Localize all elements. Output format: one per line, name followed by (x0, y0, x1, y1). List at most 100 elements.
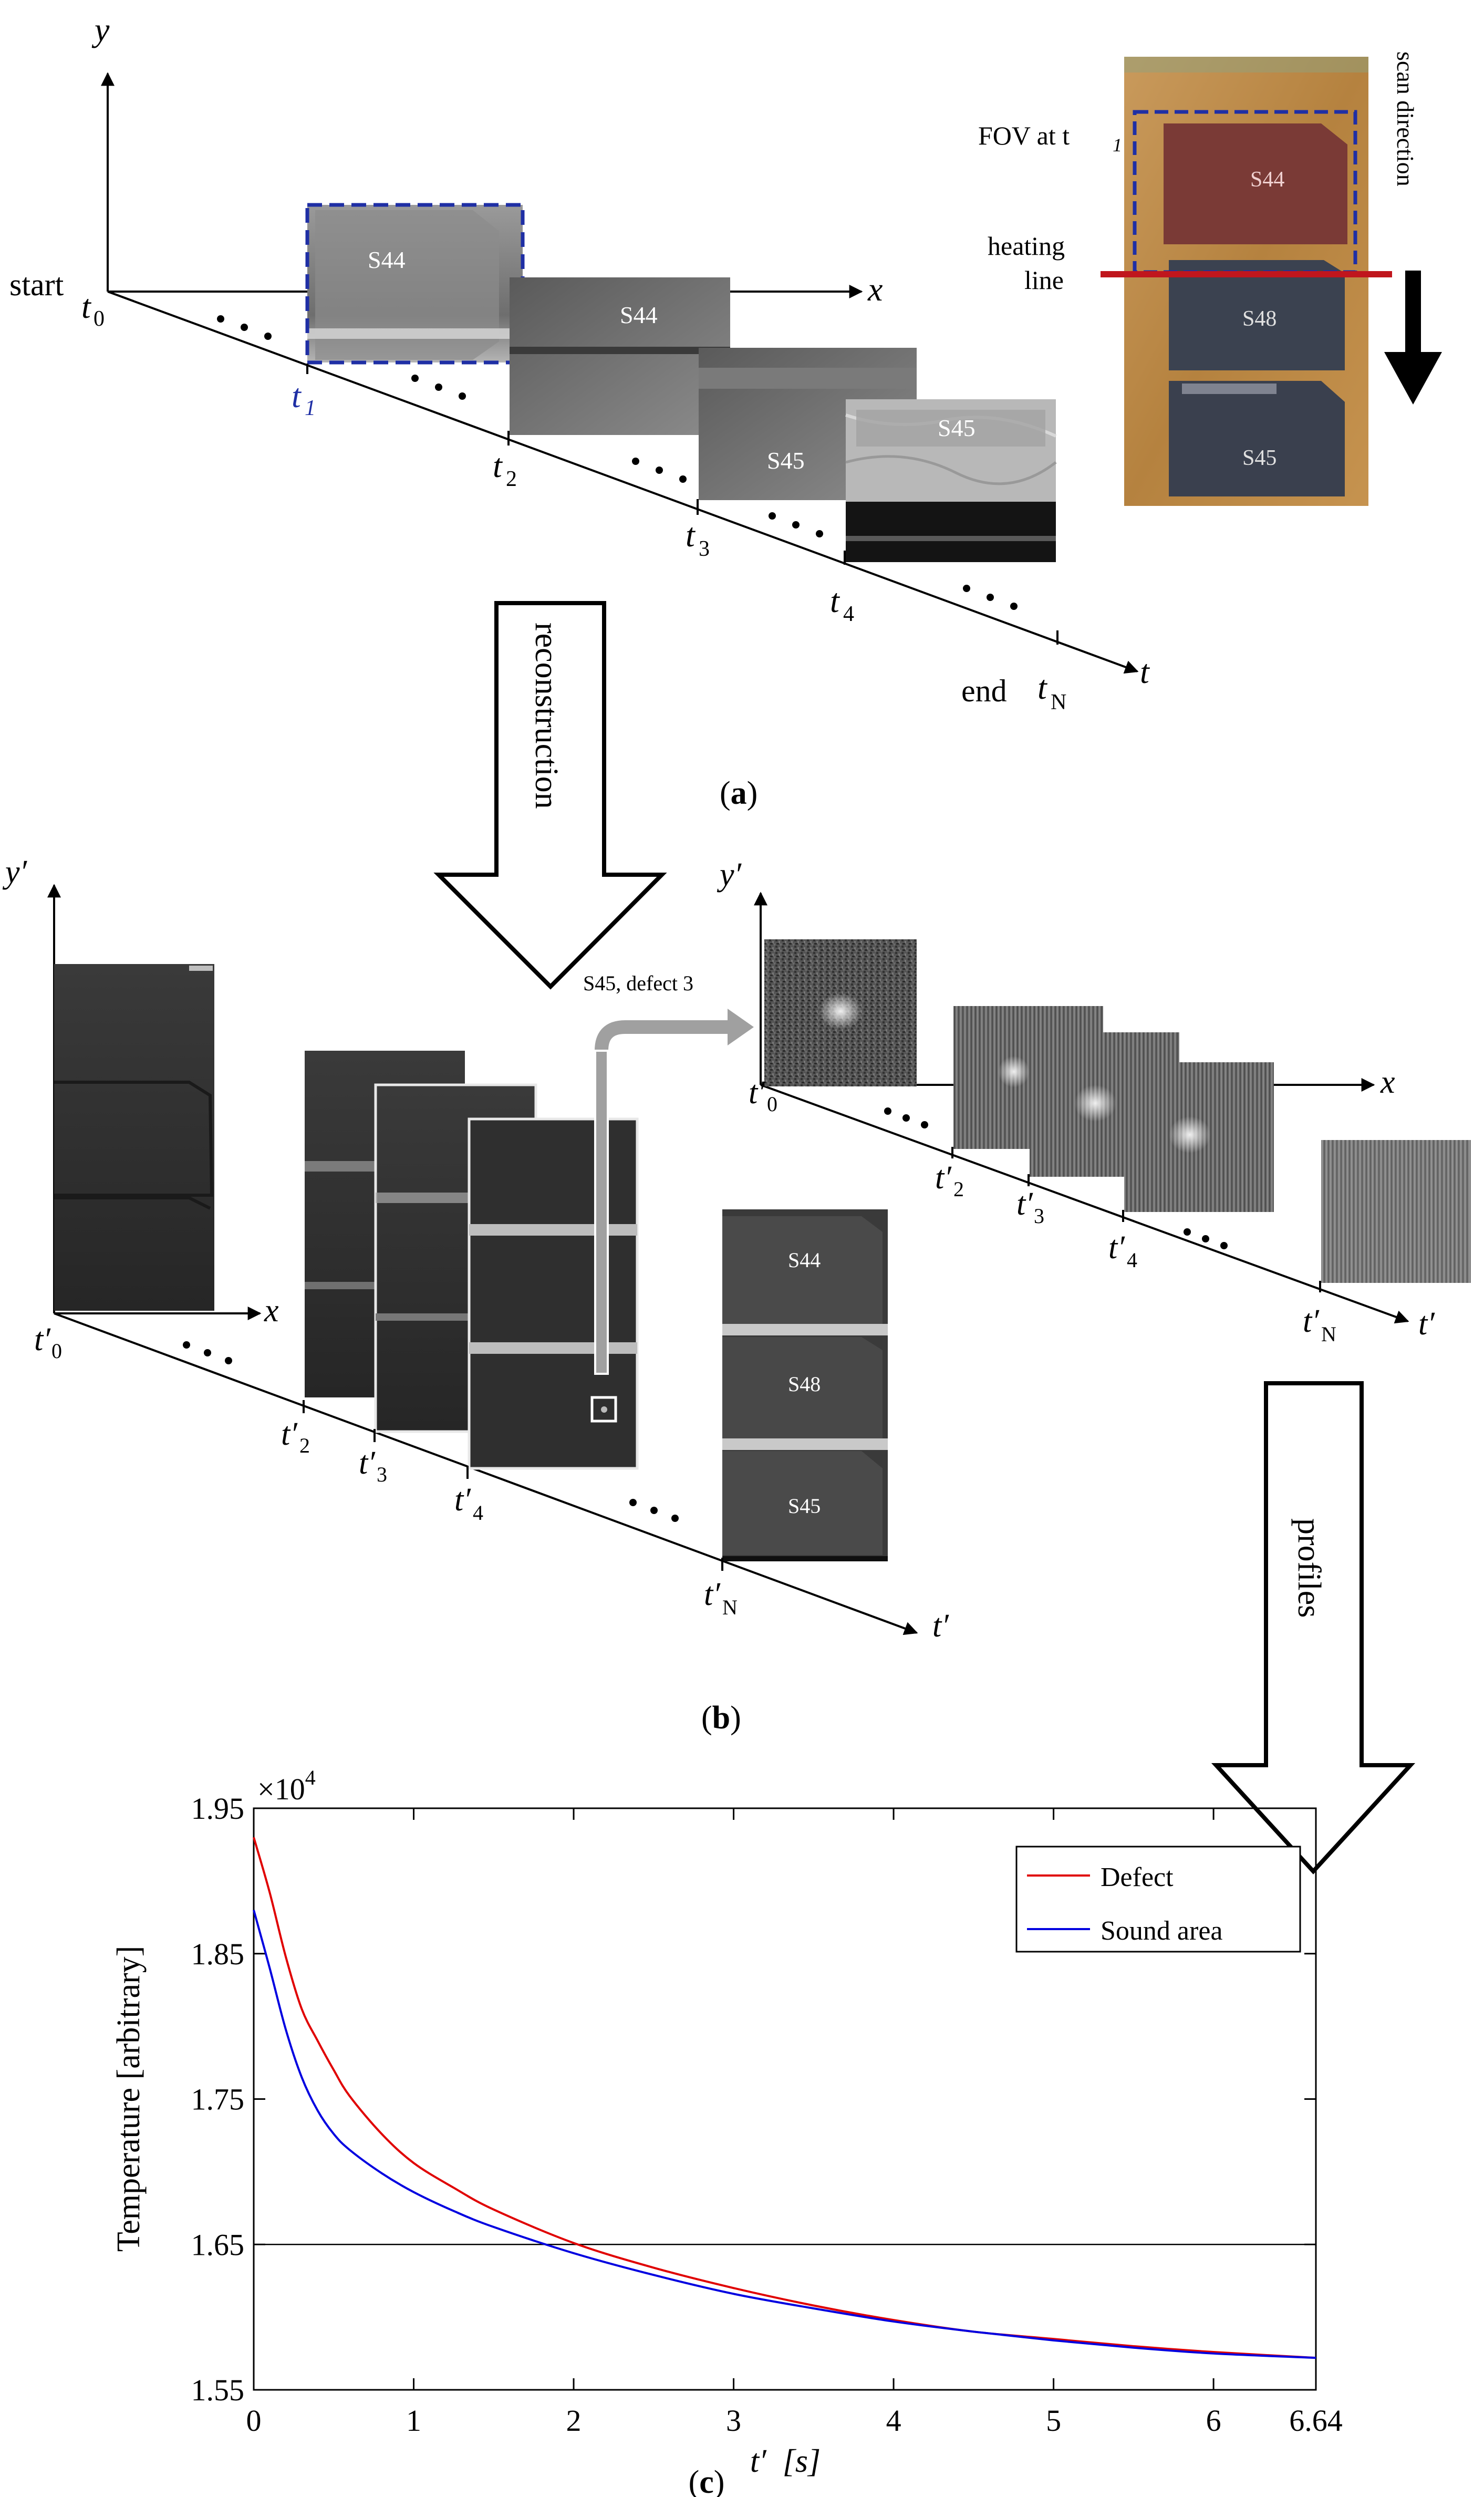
c-ytick-label-0: 1.55 (191, 2373, 245, 2407)
c-ticks (253, 1807, 1317, 2391)
a-photo-s44: S44 (1250, 168, 1284, 192)
a-tN-label: t (1037, 669, 1048, 706)
b-t4-sub: 4 (473, 1501, 483, 1525)
a-frame2-label: S44 (620, 302, 658, 328)
a-photo-fov-sub: 1 (1113, 134, 1122, 156)
c-ytick-label-3: 1.85 (191, 1937, 245, 1971)
b-zoom-t4-sub: 4 (1127, 1248, 1137, 1272)
a-t0-label: t (81, 288, 92, 325)
b-zoom-ellipsis-2 (1184, 1228, 1228, 1249)
b-stack-tN: S44 S48 S45 (722, 1209, 888, 1561)
b-t-axis (54, 1312, 918, 1635)
a-start-label: start (9, 267, 64, 302)
a-t0-sub: 0 (94, 307, 105, 331)
profiles-arrow: profiles (1211, 1381, 1416, 1874)
a-photo-s45: S45 (1242, 446, 1277, 470)
a-ellipsis-2 (411, 375, 466, 400)
a-t4-sub: 4 (843, 602, 854, 626)
b-zoom-t2-sub: 2 (953, 1177, 964, 1201)
a-ellipsis-1 (217, 315, 272, 340)
b-axis-y-label: y′ (2, 854, 28, 890)
b-zoom-t3-label: t′ (1016, 1186, 1033, 1222)
c-y-exponent: ×104 (257, 1766, 316, 1806)
profiles-label: profiles (1291, 1518, 1327, 1618)
c-series-line-defect (253, 1837, 1316, 2359)
b-zoom-frame-tN (1321, 1140, 1471, 1283)
b-zoom-axis-y-label: y′ (717, 857, 742, 893)
b-zoom-tN-sub: N (1321, 1322, 1336, 1346)
c-xtick-label-7: 6.64 (1289, 2403, 1343, 2438)
a-t-axis (107, 291, 1139, 674)
b-t3-sub: 3 (377, 1463, 387, 1486)
b-t4-label: t′ (454, 1482, 471, 1518)
a-t2-label: t (493, 447, 503, 484)
b-zoom-t2-label: t′ (935, 1160, 952, 1196)
c-ytick-label-1: 1.65 (191, 2227, 245, 2262)
a-caption: (a) (720, 775, 757, 811)
b-zoom-callout: S45, defect 3 (583, 971, 693, 995)
c-xlabel: t′ [s] (750, 2443, 821, 2479)
b-zoom-t3-sub: 3 (1034, 1204, 1044, 1228)
b-ellipsis-1 (183, 1341, 232, 1364)
b-zoom-connector (595, 1020, 730, 1374)
b-axis-x-label: x (264, 1293, 279, 1329)
c-ylabel: Temperature [arbitrary] (111, 1946, 147, 2252)
reconstruction-label: reconstruction (528, 623, 564, 809)
c-xtick-label-6: 6 (1206, 2403, 1221, 2438)
panel-b: y′ x t′ t′ 0 t′ 2 t′ 3 (2, 854, 1471, 1736)
c-xtick-label-1: 1 (406, 2403, 421, 2438)
b-stack-t4 (468, 1117, 639, 1470)
a-ellipsis-3 (632, 458, 687, 483)
c-legend: Defect Sound area (1015, 1846, 1301, 1953)
panel-a: y x t start t 0 S44 t 1 (9, 11, 1442, 811)
b-zoom-t0-sub: 0 (767, 1092, 777, 1116)
a-ellipsis-5 (963, 585, 1018, 610)
b-t0-label: t′ (34, 1322, 51, 1358)
c-xtick-label-0: 0 (246, 2403, 262, 2438)
c-ytick-label-4: 1.95 (191, 1791, 245, 1826)
reconstruction-arrow: reconstruction (433, 601, 667, 990)
a-frame-t2: S44 (510, 277, 730, 435)
b-defect-box (590, 1396, 617, 1423)
b-t3-label: t′ (359, 1445, 376, 1481)
a-photo-s48: S48 (1242, 307, 1277, 331)
b-zoom-arrowhead (728, 1009, 754, 1045)
c-xtick-label-5: 5 (1046, 2403, 1061, 2438)
a-frame4-label: S45 (938, 415, 976, 441)
b-stack-t0 (54, 964, 214, 1311)
a-tN-sub: N (1051, 690, 1066, 714)
b-zoom-frame-t0 (764, 939, 917, 1086)
a-setup-photo: S44 S48 S45 (1101, 57, 1392, 506)
a-ellipsis-4 (769, 512, 823, 537)
b-stack-s45: S45 (788, 1494, 821, 1518)
b-zoom-t-axis (760, 1084, 1409, 1324)
c-series (253, 1837, 1316, 2359)
c-xtick-label-3: 3 (726, 2403, 741, 2438)
b-zoom-t0-label: t′ (749, 1075, 765, 1111)
a-end-label: end (961, 674, 1007, 708)
a-t3-label: t (686, 516, 696, 554)
c-series-line-sound-area (253, 1910, 1316, 2359)
a-photo-fov-label: FOV at t (978, 121, 1070, 150)
b-tN-sub: N (722, 1595, 738, 1619)
c-ytick-label-2: 1.75 (191, 2082, 245, 2117)
a-t1-sub: 1 (305, 396, 316, 420)
b-t2-sub: 2 (299, 1434, 310, 1457)
b-stack-s44: S44 (788, 1248, 821, 1272)
b-stack-s48: S48 (788, 1372, 821, 1396)
a-t1-label: t (292, 377, 302, 415)
b-zoom-frame-t4 (1124, 1062, 1274, 1212)
b-zoom-axis-t-label: t′ (1418, 1306, 1435, 1342)
a-photo-heating-1: heating (988, 231, 1065, 261)
b-t0-sub: 0 (51, 1339, 62, 1363)
b-caption: (b) (701, 1700, 741, 1736)
b-axis-t-label: t′ (932, 1608, 949, 1644)
a-photo-scan-label: scan direction (1392, 51, 1419, 187)
a-t2-sub: 2 (506, 467, 517, 491)
b-zoom-t4-label: t′ (1108, 1230, 1125, 1266)
b-ellipsis-2 (629, 1499, 679, 1522)
c-xtick-label-2: 2 (566, 2403, 582, 2438)
a-axis-y-label: y (91, 11, 110, 48)
